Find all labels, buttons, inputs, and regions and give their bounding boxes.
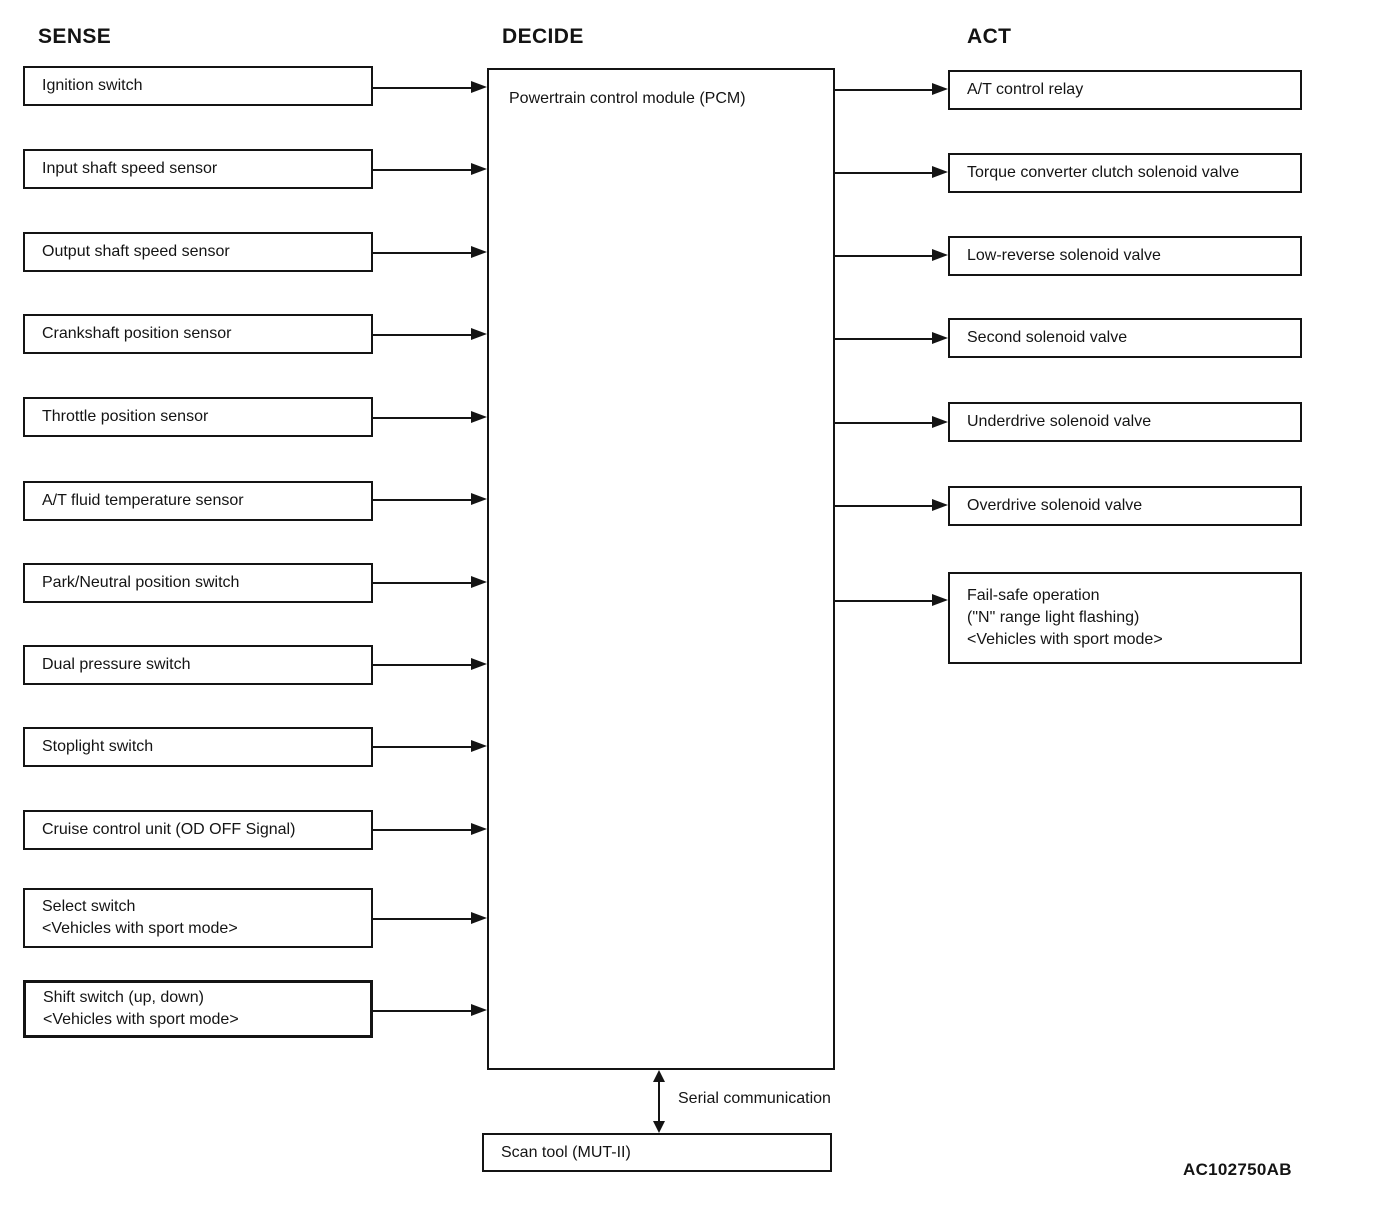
act-box-low-reverse-solenoid-valve: Low-reverse solenoid valve	[948, 236, 1302, 276]
box-label: Scan tool (MUT-II)	[501, 1143, 631, 1161]
box-label: Low-reverse solenoid valve	[967, 247, 1161, 264]
serial-communication-arrow	[653, 1070, 665, 1133]
pcm-box: Powertrain control module (PCM)	[487, 68, 835, 1070]
flow-arrow-act-0	[835, 83, 948, 95]
flow-arrow-act-3	[835, 332, 948, 344]
sense-box-output-shaft-speed-sensor: Output shaft speed sensor	[23, 232, 373, 272]
sense-box-shift-switch: Shift switch (up, down) <Vehicles with s…	[23, 980, 373, 1038]
box-label: Underdrive solenoid valve	[967, 413, 1152, 430]
flow-arrow-sense-2	[373, 246, 487, 258]
box-label: Output shaft speed sensor	[42, 243, 230, 260]
flow-arrow-act-5	[835, 499, 948, 511]
box-label: Second solenoid valve	[967, 329, 1128, 346]
act-box-overdrive-solenoid-valve: Overdrive solenoid valve	[948, 486, 1302, 526]
flow-arrow-act-6	[835, 594, 948, 606]
act-box-at-control-relay: A/T control relay	[948, 70, 1302, 110]
flow-arrow-sense-1	[373, 163, 487, 175]
scan-tool-box: Scan tool (MUT-II)	[482, 1133, 832, 1172]
column-header-decide: DECIDE	[502, 25, 584, 48]
flow-arrow-sense-11	[373, 1004, 487, 1016]
box-label: Torque converter clutch solenoid valve	[967, 164, 1240, 181]
act-box-fail-safe-operation: Fail-safe operation ("N" range light fla…	[948, 572, 1302, 664]
flow-arrow-act-2	[835, 249, 948, 261]
box-label: Shift switch (up, down)	[43, 989, 204, 1006]
flow-arrow-sense-4	[373, 411, 487, 423]
flow-arrow-sense-8	[373, 740, 487, 752]
box-label: Crankshaft position sensor	[42, 325, 232, 342]
flow-arrow-sense-5	[373, 493, 487, 505]
flow-arrow-sense-10	[373, 912, 487, 924]
box-label: A/T fluid temperature sensor	[42, 492, 244, 509]
box-sublabel: <Vehicles with sport mode>	[42, 920, 238, 937]
column-header-sense: SENSE	[38, 25, 112, 48]
box-label: Dual pressure switch	[42, 656, 191, 673]
box-label: Input shaft speed sensor	[42, 160, 218, 177]
flow-arrow-sense-0	[373, 81, 487, 93]
sense-box-crankshaft-position-sensor: Crankshaft position sensor	[23, 314, 373, 354]
box-sublabel: ("N" range light flashing)	[967, 609, 1140, 626]
sense-box-stoplight-switch: Stoplight switch	[23, 727, 373, 767]
sense-box-select-switch: Select switch <Vehicles with sport mode>	[23, 888, 373, 948]
box-label: Select switch	[42, 898, 136, 915]
act-box-second-solenoid-valve: Second solenoid valve	[948, 318, 1302, 358]
figure-code: AC102750AB	[1183, 1160, 1292, 1179]
act-box-torque-converter-clutch-solenoid-valve: Torque converter clutch solenoid valve	[948, 153, 1302, 193]
flow-arrow-sense-9	[373, 823, 487, 835]
box-label: Park/Neutral position switch	[42, 574, 240, 591]
sense-box-ignition-switch: Ignition switch	[23, 66, 373, 106]
sense-box-input-shaft-speed-sensor: Input shaft speed sensor	[23, 149, 373, 189]
box-label: Stoplight switch	[42, 738, 154, 755]
pcm-label: Powertrain control module (PCM)	[509, 90, 746, 107]
flow-arrow-sense-3	[373, 328, 487, 340]
act-box-underdrive-solenoid-valve: Underdrive solenoid valve	[948, 402, 1302, 442]
sense-box-park-neutral-position-switch: Park/Neutral position switch	[23, 563, 373, 603]
box-label: Cruise control unit (OD OFF Signal)	[42, 821, 296, 838]
flow-arrow-sense-6	[373, 576, 487, 588]
box-label: Overdrive solenoid valve	[967, 497, 1143, 514]
flow-arrow-sense-7	[373, 658, 487, 670]
box-label: Throttle position sensor	[42, 408, 209, 425]
box-label: A/T control relay	[967, 81, 1084, 98]
box-sublabel: <Vehicles with sport mode>	[967, 631, 1163, 648]
flow-arrow-act-4	[835, 416, 948, 428]
box-label: Fail-safe operation	[967, 587, 1100, 604]
sense-box-dual-pressure-switch: Dual pressure switch	[23, 645, 373, 685]
sense-box-cruise-control-unit: Cruise control unit (OD OFF Signal)	[23, 810, 373, 850]
sense-box-at-fluid-temperature-sensor: A/T fluid temperature sensor	[23, 481, 373, 521]
flow-arrow-act-1	[835, 166, 948, 178]
sense-box-throttle-position-sensor: Throttle position sensor	[23, 397, 373, 437]
box-sublabel: <Vehicles with sport mode>	[43, 1011, 239, 1028]
serial-communication-label: Serial communication	[678, 1090, 831, 1107]
column-header-act: ACT	[967, 25, 1012, 48]
box-label: Ignition switch	[42, 77, 143, 94]
